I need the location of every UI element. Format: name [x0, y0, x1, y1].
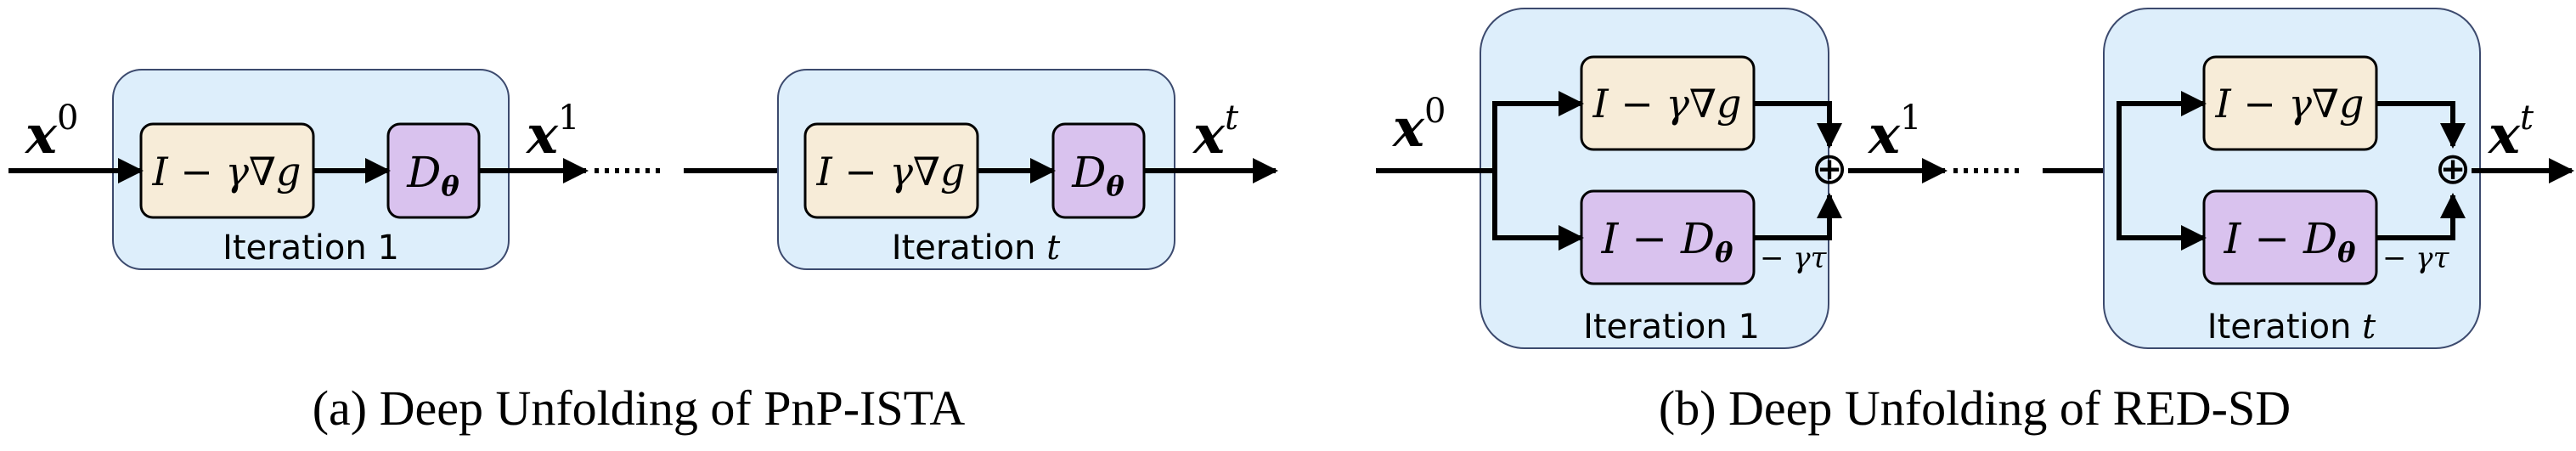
grad-to-sum-arrow [1754, 101, 1842, 149]
output-xt: xt [1192, 99, 1239, 166]
mid-x1: x1 [1867, 99, 1921, 166]
iteration-label-t: Iteration t [892, 228, 1061, 268]
residual-label: I − Dθ [1601, 214, 1734, 268]
panel-b: I − γ∇g I − Dθ − γτ ⊕ Iteration 1 x0 x1 … [1376, 8, 2574, 436]
gradient-step-label: I − γ∇g [1592, 81, 1741, 127]
weight-label: − γτ [1760, 241, 1828, 275]
gradient-step-label: I − γ∇g [151, 149, 301, 194]
output-xt: xt [2487, 99, 2534, 166]
weight-label: − γτ [2382, 241, 2450, 275]
caption-b: (b) Deep Unfolding of RED-SD [1659, 381, 2291, 436]
sum-node: ⊕ [2434, 144, 2472, 194]
input-x0: x0 [1391, 92, 1446, 159]
iteration-label-1: Iteration 1 [1583, 307, 1760, 347]
caption-a: (a) Deep Unfolding of PnP-ISTA [313, 381, 966, 436]
iteration-label-t: Iteration t [2207, 307, 2376, 347]
gradient-step-label: I − γ∇g [815, 149, 965, 194]
denoiser-label: Dθ [1071, 148, 1125, 202]
sum-node: ⊕ [1811, 144, 1848, 194]
mid-x1: x1 [525, 99, 579, 166]
denoiser-label: Dθ [406, 148, 459, 202]
residual-to-sum-arrow [1754, 193, 1842, 240]
panel-a: I − γ∇g Dθ Iteration 1 x0 x1 I − γ∇g Dθ … [8, 69, 1278, 436]
input-x0: x0 [24, 99, 78, 166]
iteration-label-1: Iteration 1 [223, 228, 399, 268]
residual-label: I − Dθ [2224, 214, 2357, 268]
residual-to-sum-arrow [2376, 193, 2466, 240]
gradient-step-label: I − γ∇g [2214, 81, 2364, 127]
grad-to-sum-arrow [2376, 101, 2466, 149]
